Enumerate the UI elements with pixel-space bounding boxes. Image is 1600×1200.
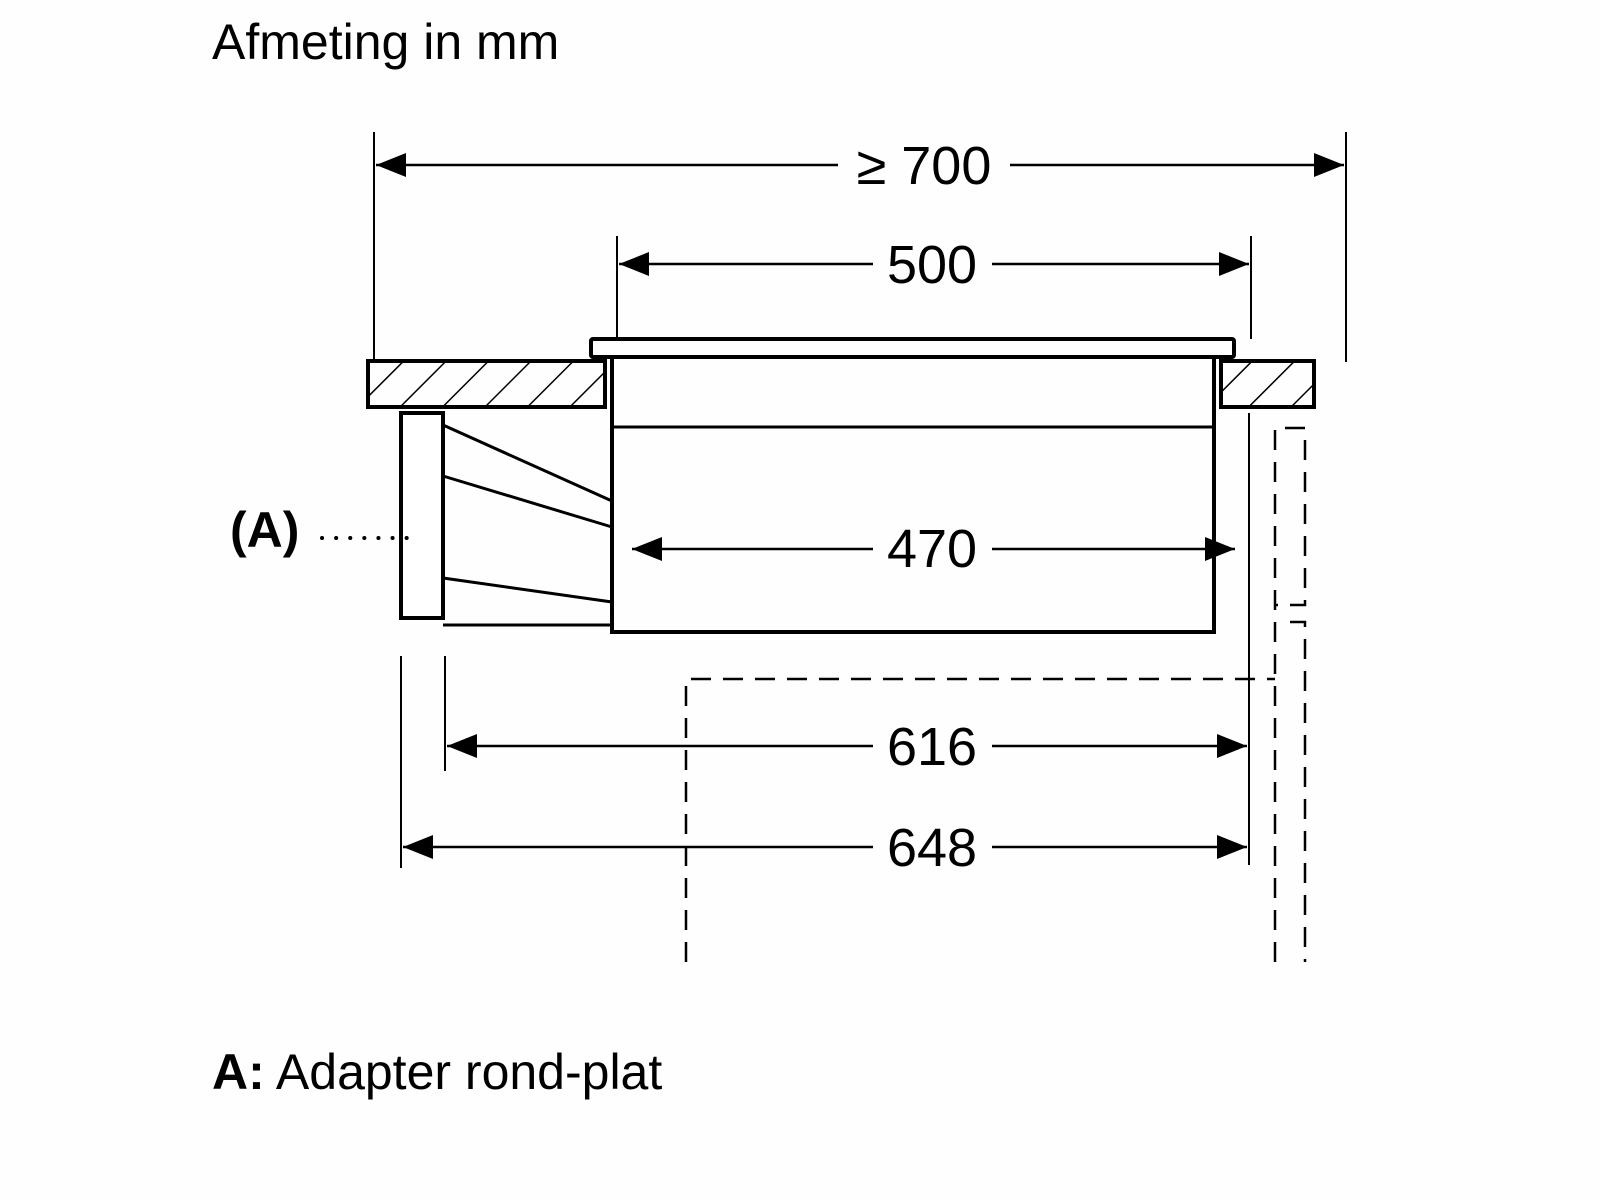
- diagram-title: Afmeting in mm: [212, 14, 560, 70]
- hob-glass-top: [589, 337, 1236, 359]
- legend-key: A:: [212, 1044, 265, 1100]
- dimension-700-label: ≥ 700: [857, 136, 992, 196]
- legend-text: Adapter rond-plat: [275, 1044, 663, 1100]
- dimension-500-label: 500: [887, 235, 977, 295]
- dimension-470-label: 470: [887, 519, 977, 579]
- dimension-648-label: 648: [887, 818, 977, 878]
- dimension-616-label: 616: [887, 717, 977, 777]
- adapter-flange: [399, 411, 445, 620]
- dimension-470: 470: [632, 519, 1235, 579]
- hob-body: [610, 355, 1216, 634]
- legend: A: Adapter rond-plat: [212, 1042, 662, 1102]
- extension-lines: [373, 132, 1347, 868]
- adapter-duct: [442, 423, 613, 627]
- cabinet-dashed-outline: [684, 426, 1307, 962]
- worktop-left: [366, 359, 607, 409]
- callout-a-label: (A): [230, 502, 299, 558]
- dimension-616: 616: [447, 717, 1247, 777]
- dimension-500: 500: [619, 235, 1249, 295]
- dimension-700: ≥ 700: [376, 136, 1344, 196]
- dimension-648: 648: [403, 818, 1247, 878]
- worktop-right: [1219, 359, 1316, 409]
